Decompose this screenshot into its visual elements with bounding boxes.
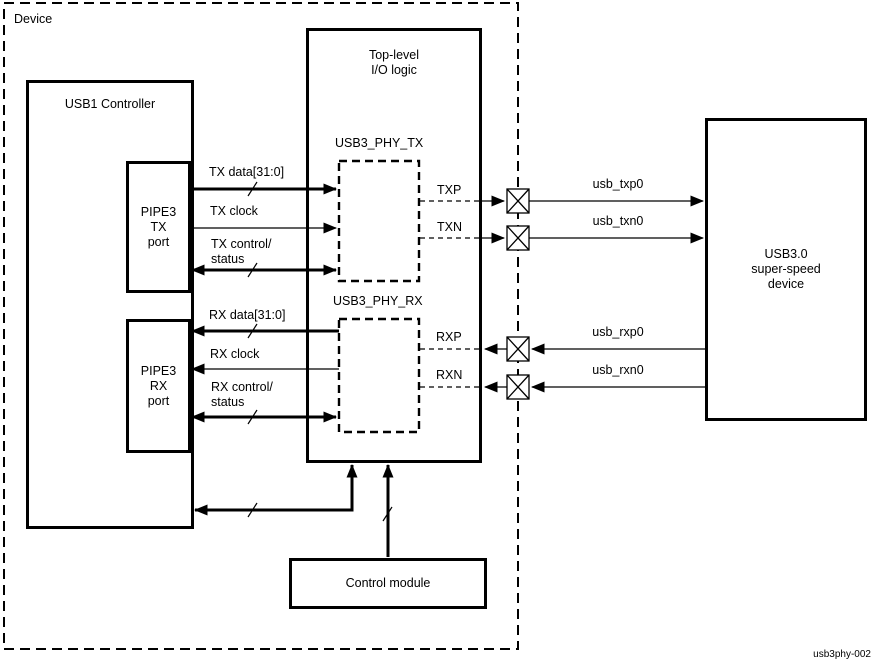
tx-data-label: TX data[31:0]	[209, 165, 285, 179]
rx-data-label: RX data[31:0]	[209, 308, 286, 322]
usb-rxn0-label: usb_rxn0	[592, 363, 644, 377]
usb3-phy-rx-label: USB3_PHY_RX	[333, 294, 423, 308]
control-module-label: Control module	[345, 576, 431, 590]
pipe3-tx-port-box	[126, 161, 191, 293]
rx-ctrl-label: RX control/ status	[211, 380, 273, 409]
top-level-io-label: Top-level I/O logic	[368, 48, 420, 77]
rxn-pin-label: RXN	[436, 368, 463, 382]
usb1-controller-box	[26, 80, 194, 529]
txp-pin-label: TXP	[437, 183, 462, 197]
txn-pad-icon	[506, 225, 530, 251]
pipe3-tx-port-label: PIPE3 TX port	[140, 204, 177, 249]
bus-width-slashes	[247, 181, 393, 522]
rxn-pad-icon	[506, 374, 530, 400]
tx-ctrl-label: TX control/ status	[211, 237, 272, 266]
pipe3-rx-port-label: PIPE3 RX port	[140, 363, 177, 408]
controller-io-ctrl-line	[194, 464, 358, 516]
usb3-phy-tx-box	[337, 159, 421, 283]
rxp-pad-icon	[506, 336, 530, 362]
figure-id: usb3phy-002	[813, 649, 871, 660]
usb-txp0-label: usb_txp0	[592, 177, 644, 191]
pipe3-rx-port-box	[126, 319, 191, 453]
device-boundary	[3, 2, 519, 650]
txn-pin-label: TXN	[437, 220, 462, 234]
rx-clock-label: RX clock	[210, 347, 260, 361]
top-level-io-box	[306, 28, 482, 463]
usb-rxp0-label: usb_rxp0	[592, 325, 644, 339]
usb3-device-box	[705, 118, 867, 421]
control-module-box	[289, 558, 487, 609]
usb3-phy-tx-label: USB3_PHY_TX	[335, 136, 424, 150]
rxp-pin-label: RXP	[436, 330, 462, 344]
txp-pad-icon	[506, 188, 530, 214]
usb3-phy-rx-box	[337, 317, 421, 434]
usb1-controller-label: USB1 Controller	[64, 97, 156, 111]
usb-txn0-label: usb_txn0	[592, 214, 644, 228]
tx-clock-label: TX clock	[210, 204, 258, 218]
usb3-device-label: USB3.0 super-speed device	[751, 247, 821, 291]
device-label: Device	[14, 12, 53, 26]
